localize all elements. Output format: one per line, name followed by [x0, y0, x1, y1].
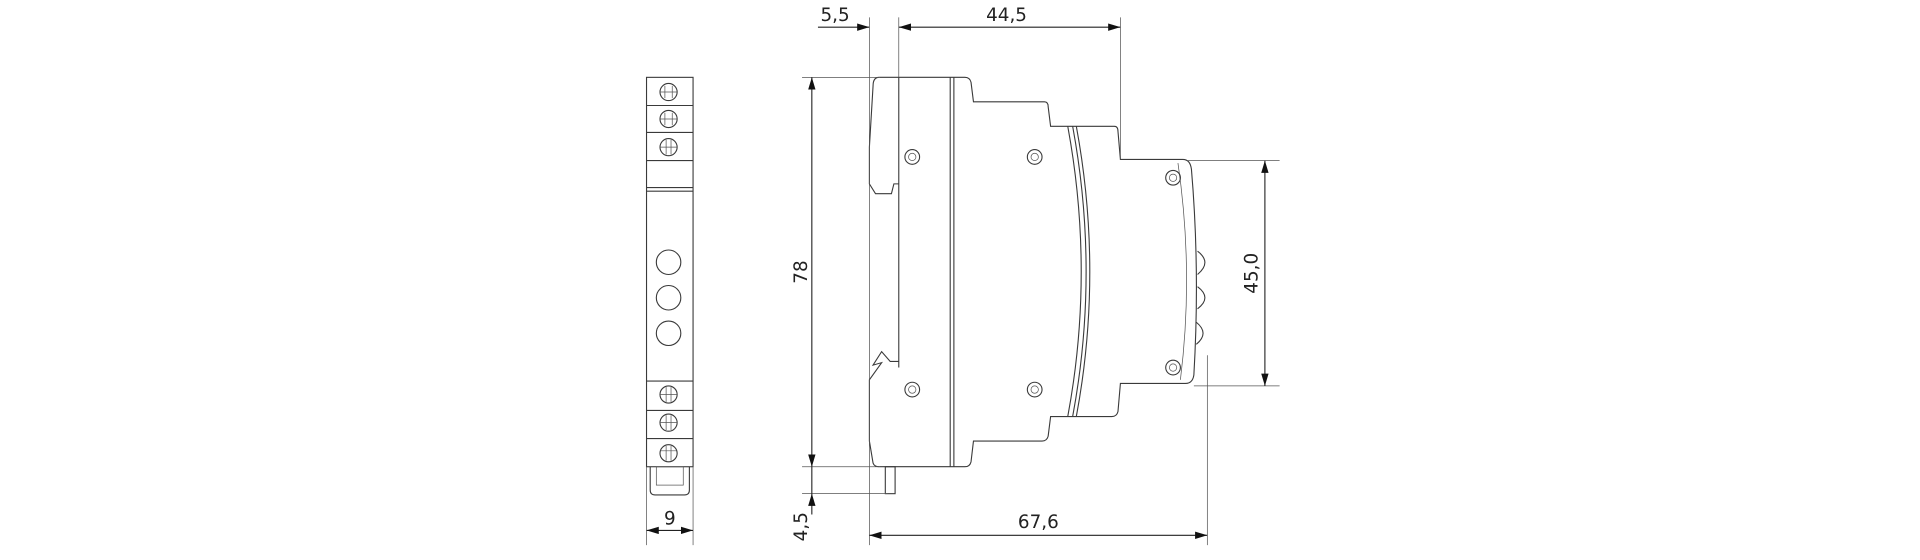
dim-rail-offset-label: 5,5: [821, 5, 850, 26]
led-side-icon: [1195, 250, 1206, 345]
dimensions: 5,5 44,5 78 4,5 67,6 45,0: [791, 5, 1280, 546]
dim-height-label: 78: [791, 260, 812, 283]
led-indicator-icon: [655, 249, 682, 347]
terminal-screw-icon: [659, 82, 678, 463]
din-clip: [649, 466, 690, 496]
side-view: [868, 76, 1206, 495]
dim-clip-label: 4,5: [791, 512, 812, 541]
screw-icon: [904, 149, 1181, 398]
dim-front-height-label: 45,0: [1242, 253, 1263, 294]
dim-width-label: 9: [664, 508, 676, 529]
front-view: 9: [645, 76, 694, 546]
dim-total-depth-label: 67,6: [1018, 512, 1059, 533]
dim-front-depth-label: 44,5: [986, 5, 1027, 26]
